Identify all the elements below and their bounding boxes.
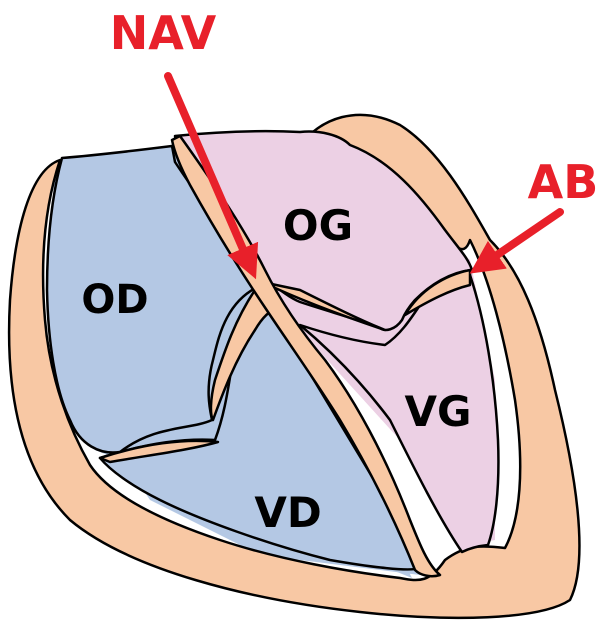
- label-ab: AB: [528, 155, 596, 209]
- label-vg: VG: [405, 387, 472, 436]
- label-od: OD: [81, 277, 148, 323]
- label-vd: VD: [254, 488, 321, 537]
- label-og: OG: [283, 201, 353, 250]
- label-nav: NAV: [110, 6, 217, 60]
